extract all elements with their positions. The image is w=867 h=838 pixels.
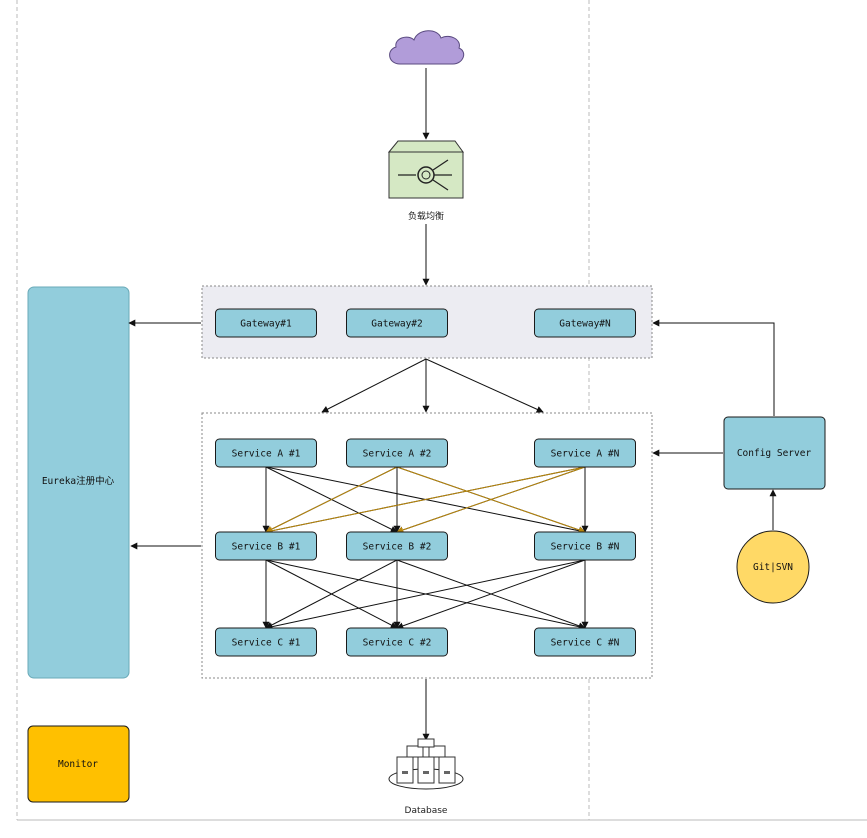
cloud-icon [389, 30, 465, 65]
gateway-to-services-right-arrow [425, 358, 544, 413]
config-to-gateway-arrow [652, 319, 775, 416]
service-c-1-node[interactable]: Service C #1 [215, 627, 317, 657]
service-b-3-node-label: Service B #N [551, 542, 620, 553]
service-a-1-node[interactable]: Service A #1 [215, 438, 317, 468]
registry-label: Eureka注册中心 [42, 475, 115, 487]
service-b-2-node[interactable]: Service B #2 [346, 531, 448, 561]
a-to-b-gold-link-3-1 [265, 466, 586, 535]
service-a-3-node-label: Service A #N [551, 449, 620, 460]
service-c-1-node-label: Service C #1 [232, 638, 301, 649]
service-c-3-node-label: Service C #N [551, 638, 620, 649]
gateway-2-node-label: Gateway#2 [371, 319, 422, 330]
monitor-label: Monitor [58, 759, 98, 770]
service-a-1-node-label: Service A #1 [232, 449, 301, 460]
load-balancer-icon [398, 159, 452, 191]
service-b-1-node-label: Service B #1 [232, 542, 301, 553]
gateway-3-node-label: Gateway#N [559, 319, 611, 330]
service-b-1-node[interactable]: Service B #1 [215, 531, 317, 561]
registry-node[interactable]: Eureka注册中心 [27, 286, 130, 679]
load-balancer-label: 负载均衡 [408, 210, 444, 222]
git-label: Git|SVN [753, 562, 793, 573]
service-a-3-node[interactable]: Service A #N [534, 438, 636, 468]
gateway-3-node[interactable]: Gateway#N [534, 308, 636, 338]
database-node[interactable] [388, 738, 464, 790]
gateway-1-node-label: Gateway#1 [240, 319, 292, 330]
b-to-c-link-3-1 [265, 559, 586, 631]
service-a-2-node-label: Service A #2 [363, 449, 432, 460]
monitor-node[interactable]: Monitor [27, 725, 130, 803]
service-b-2-node-label: Service B #2 [363, 542, 432, 553]
b-to-c-link-2-1 [265, 559, 398, 629]
database-label: Database [405, 806, 448, 816]
a-to-b-gold-link-3-2 [396, 466, 586, 534]
a-to-b-gold-link-2-1 [265, 466, 398, 533]
service-c-2-node-label: Service C #2 [363, 638, 432, 649]
config-server-label: Config Server [737, 448, 812, 459]
gateway-2-node[interactable]: Gateway#2 [346, 308, 448, 338]
service-a-2-node[interactable]: Service A #2 [346, 438, 448, 468]
gateway-to-services-left-arrow [321, 358, 427, 413]
server-rack-icon [396, 738, 456, 784]
load-balancer-node[interactable] [387, 140, 464, 199]
service-c-2-node[interactable]: Service C #2 [346, 627, 448, 657]
service-b-3-node[interactable]: Service B #N [534, 531, 636, 561]
service-c-3-node[interactable]: Service C #N [534, 627, 636, 657]
gateway-1-node[interactable]: Gateway#1 [215, 308, 317, 338]
b-to-c-link-3-2 [396, 559, 586, 630]
config-server-node[interactable]: Config Server [723, 416, 826, 490]
git-node[interactable]: Git|SVN [736, 530, 810, 604]
